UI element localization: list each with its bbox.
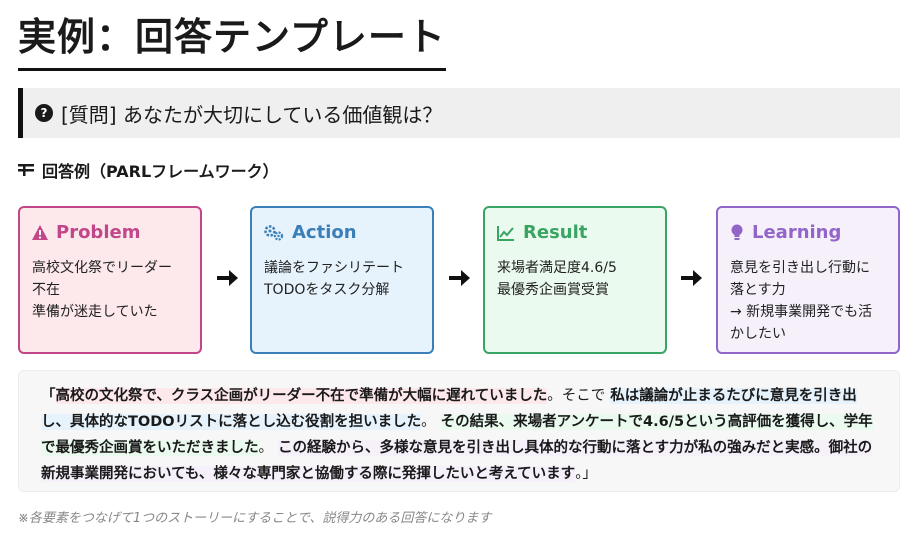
card-problem: Problem 高校文化祭でリーダー 不在 準備が迷走していた	[18, 206, 202, 354]
section-heading: 回答例（PARLフレームワーク）	[18, 158, 279, 182]
card-action-line: TODOをタスク分解	[264, 282, 390, 298]
card-learning-line: 意見を引き出し行動に	[730, 260, 870, 276]
card-learning-line: かしたい	[730, 326, 786, 342]
card-problem-line: 不在	[32, 282, 60, 298]
story-connector: 。	[421, 414, 436, 430]
section-heading-label: 回答例（PARLフレームワーク）	[42, 162, 279, 181]
card-result-line: 最優秀企画賞受賞	[497, 282, 609, 298]
card-action: Action 議論をファシリテート TODOをタスク分解	[250, 206, 434, 354]
card-action-title: Action	[292, 222, 357, 243]
question-label: [質問] あなたが大切にしている価値観は？	[61, 102, 443, 127]
story-connector: 。	[258, 440, 274, 456]
line-chart-icon	[497, 225, 514, 241]
arrow-right-icon	[449, 270, 470, 286]
story-connector: 。そこで	[547, 388, 606, 404]
warning-icon	[32, 225, 48, 240]
card-result-title: Result	[523, 222, 588, 243]
question-circle-icon: ?	[35, 104, 53, 122]
story-close-quote: 。」	[575, 466, 597, 482]
story-box: 「高校の文化祭で、クラス企画がリーダー不在で準備が大幅に遅れていました。そこで …	[18, 370, 900, 492]
gears-icon	[264, 224, 284, 241]
story-problem: 高校の文化祭で、クラス企画がリーダー不在で準備が大幅に遅れていました	[55, 388, 548, 404]
card-learning-title: Learning	[752, 222, 842, 243]
page-title: 実例：回答テンプレート	[18, 12, 446, 71]
question-box: ? [質問] あなたが大切にしている価値観は？	[18, 88, 900, 138]
card-learning-line: → 新規事業開発でも活	[730, 304, 873, 320]
story-open-quote: 「	[41, 388, 56, 404]
lightbulb-icon	[731, 224, 743, 240]
card-result: Result 来場者満足度4.6/5 最優秀企画賞受賞	[483, 206, 667, 354]
arrow-right-icon	[217, 270, 238, 286]
card-learning-line: 落とす力	[730, 282, 786, 298]
card-action-line: 議論をファシリテート	[264, 260, 404, 276]
card-result-line: 来場者満足度4.6/5	[497, 260, 617, 276]
card-problem-title: Problem	[56, 222, 141, 243]
card-problem-line: 高校文化祭でリーダー	[32, 260, 172, 276]
arrow-right-icon	[681, 270, 702, 286]
list-icon	[18, 164, 34, 176]
card-problem-line: 準備が迷走していた	[32, 304, 158, 320]
card-learning: Learning 意見を引き出し行動に 落とす力 → 新規事業開発でも活 かした…	[716, 206, 900, 354]
footnote: ※各要素をつなげて1つのストーリーにすることで、説得力のある回答になります	[18, 511, 492, 526]
